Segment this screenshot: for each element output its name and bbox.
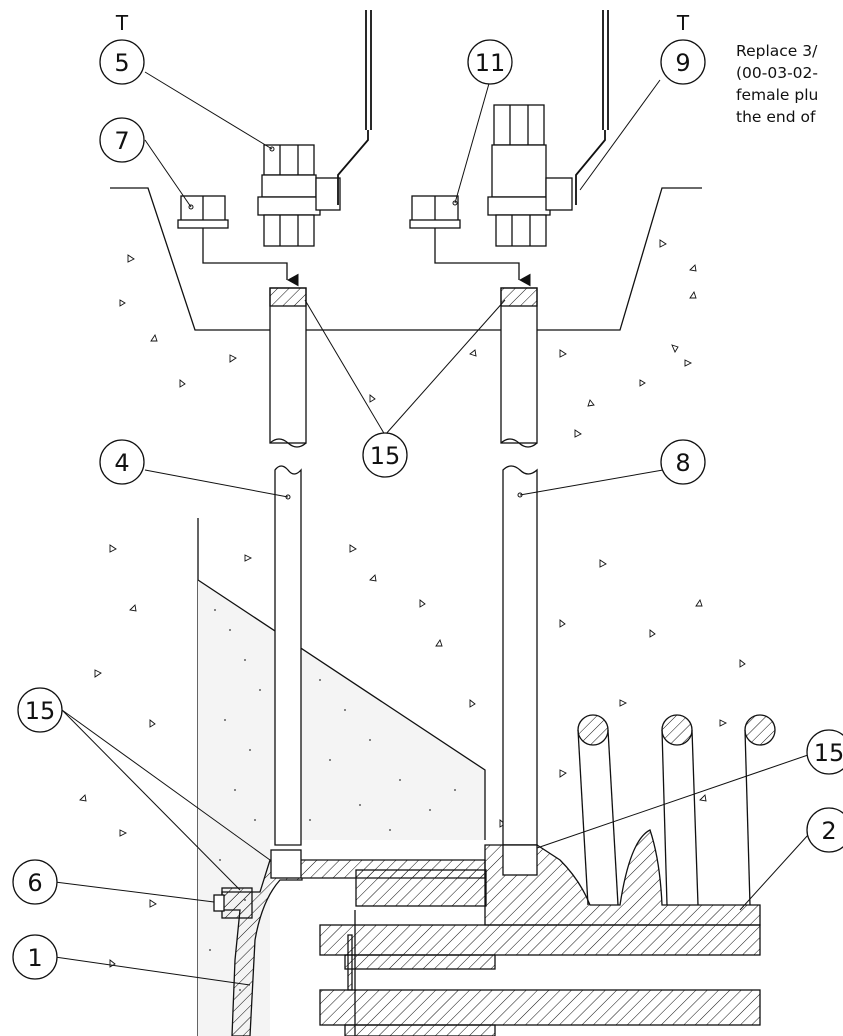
callout-15-left: 15 [17,687,63,733]
concrete-lower [79,518,746,1036]
callout-11: 11 [467,39,513,85]
svg-text:15: 15 [370,442,401,470]
concrete-upper [110,187,702,438]
note-line-1: Replace 3/ [736,42,818,60]
note-line-2: (00-03-02- [736,64,818,82]
svg-text:1: 1 [27,944,42,972]
coil-tubes [577,714,776,906]
installation-note: Replace 3/ (00-03-02- female plu the end… [736,42,818,126]
svg-text:15: 15 [25,697,56,725]
callout-6: 6 [12,859,58,905]
callout-4: 4 [99,439,145,485]
callout-9: 9 [660,39,706,85]
svg-text:15: 15 [814,739,843,767]
valve-left [257,10,372,247]
note-line-4: the end of [736,108,816,126]
callout-15-right: 15 [806,729,843,775]
callout-1: 1 [12,934,58,980]
svg-text:9: 9 [675,49,690,77]
concrete-dots-upper [119,239,697,438]
svg-text:4: 4 [114,449,129,477]
svg-text:5: 5 [114,49,129,77]
t-label-right: T [676,11,690,35]
pipe-right [500,287,538,846]
callouts: 5 T 7 11 9 T 15 4 8 15 [12,11,843,980]
cap-right [409,195,461,229]
svg-text:8: 8 [675,449,690,477]
t-label-left: T [115,11,129,35]
pipe-left [269,287,307,846]
svg-text:6: 6 [27,869,42,897]
cap-arrows [202,228,531,287]
note-line-3: female plu [736,86,818,104]
callout-2: 2 [806,807,843,853]
svg-text:11: 11 [475,49,506,77]
callout-8: 8 [660,439,706,485]
svg-text:7: 7 [114,127,129,155]
leader-lines [54,71,809,986]
callout-15-top: 15 [362,432,408,478]
tank-base [213,829,761,1036]
valve-right [487,10,609,247]
svg-text:2: 2 [821,817,836,845]
callout-5: 5 [99,39,145,85]
cap-left [177,195,229,229]
callout-7: 7 [99,117,145,163]
